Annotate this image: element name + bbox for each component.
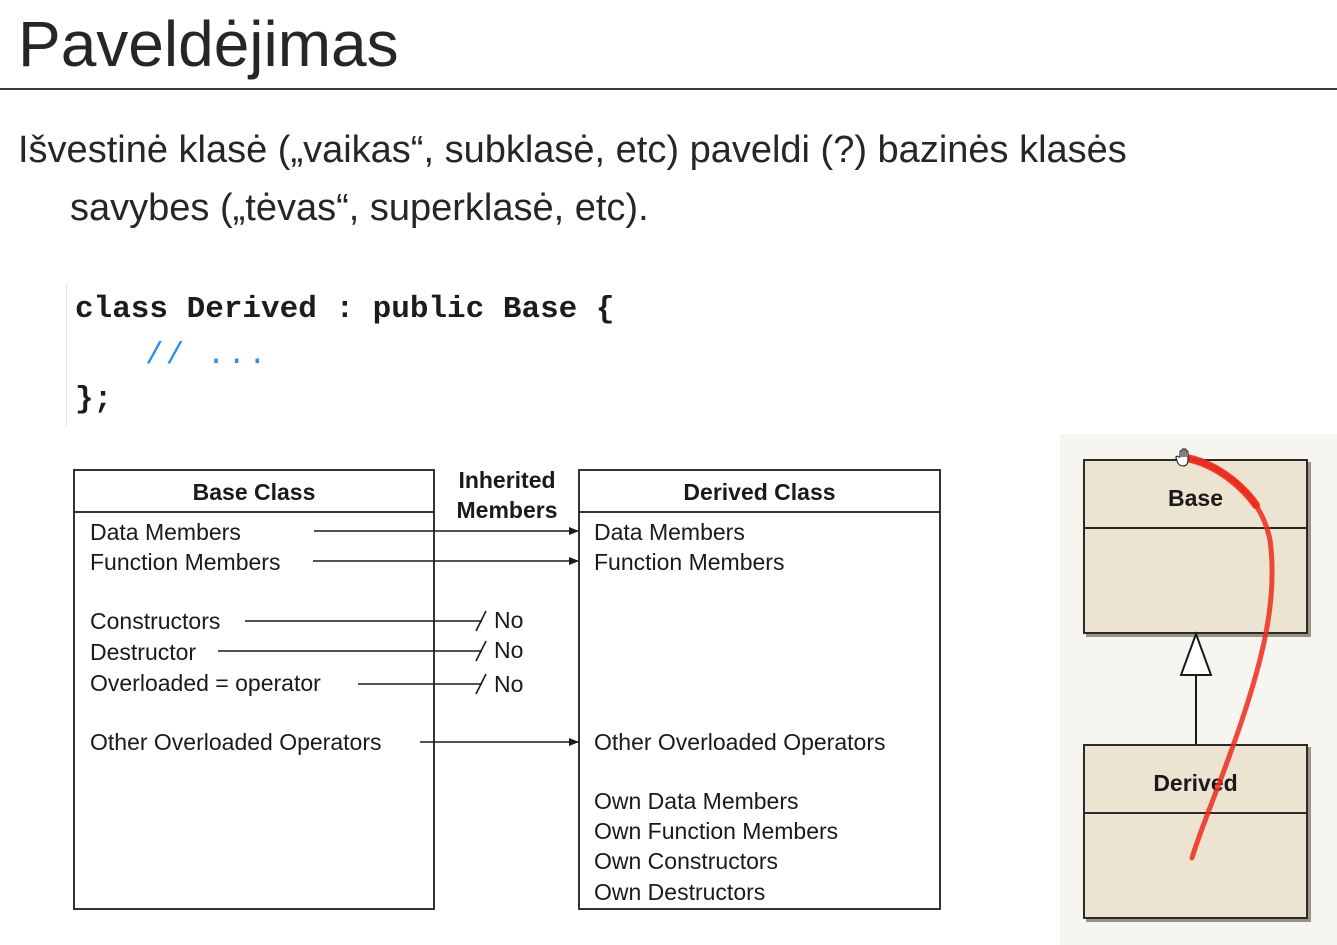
blocked-tick-destructor	[475, 640, 487, 662]
title-divider	[0, 88, 1337, 90]
inherited-header-line1: Inherited	[458, 467, 556, 493]
derived-item-data-members: Data Members	[594, 519, 745, 545]
derived-item-own-data-members: Own Data Members	[594, 788, 799, 814]
derived-item-own-destructors: Own Destructors	[594, 879, 766, 905]
base-item-data-members: Data Members	[90, 519, 241, 545]
base-item-constructors: Constructors	[90, 608, 221, 634]
code-block: class Derived : public Base { // ... };	[66, 284, 907, 426]
generalization-arrow-icon	[1179, 631, 1213, 676]
derived-item-other-operators: Other Overloaded Operators	[594, 729, 886, 755]
derived-item-own-function-members: Own Function Members	[594, 818, 839, 844]
base-item-function-members: Function Members	[90, 549, 281, 575]
intro-text-line1: Išvestinė klasė („vaikas“, subklasė, etc…	[18, 129, 1127, 171]
not-inherited-label: No	[494, 671, 524, 697]
code-line-class-decl: class Derived : public Base {	[75, 292, 615, 327]
inherited-header-line2: Members	[456, 497, 558, 523]
derived-class-box: Derived Class	[578, 469, 941, 910]
not-inherited-label: No	[494, 637, 524, 663]
annotation-stroke-head	[1182, 454, 1260, 509]
base-item-overloaded-assign: Overloaded = operator	[90, 670, 321, 696]
uml-class-derived: Derived	[1083, 744, 1308, 919]
blocked-tick-constructors	[475, 610, 487, 632]
base-class-box: Base Class	[73, 469, 435, 910]
derived-item-function-members: Function Members	[594, 549, 785, 575]
code-line-close: };	[75, 382, 113, 417]
uml-class-base-name: Base	[1085, 461, 1306, 529]
base-item-destructor: Destructor	[90, 639, 197, 665]
inherited-members-header: Inherited Members	[436, 465, 578, 525]
derived-item-own-constructors: Own Constructors	[594, 848, 779, 874]
code-line-comment: // ...	[145, 338, 269, 373]
base-item-other-operators: Other Overloaded Operators	[90, 729, 382, 755]
derived-class-header: Derived Class	[580, 471, 939, 513]
slide-title: Paveldėjimas	[18, 8, 399, 80]
not-inherited-label: No	[494, 607, 524, 633]
intro-text-line2: savybes („tėvas“, superklasė, etc).	[70, 187, 649, 229]
hand-cursor-icon	[1175, 448, 1189, 467]
blocked-tick-overloaded-assign	[475, 673, 487, 695]
base-class-header: Base Class	[75, 471, 433, 513]
